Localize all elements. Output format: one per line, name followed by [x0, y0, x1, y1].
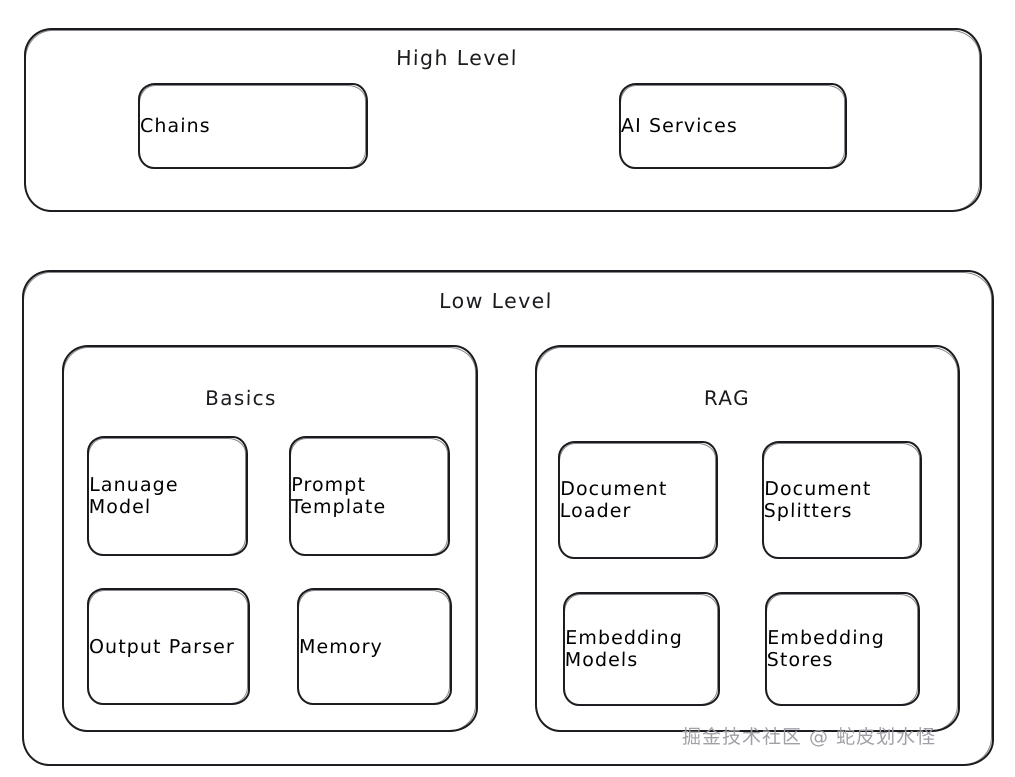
node-memory[interactable]: Memory [297, 588, 452, 705]
node-lanuage-model-content: Lanuage Model [89, 438, 246, 554]
node-prompt-template-content: Prompt Template [291, 438, 448, 554]
node-ai-services-content: AI Services [621, 85, 845, 167]
node-lanuage-model[interactable]: Lanuage Model [87, 436, 248, 556]
node-output-parser-label: Output Parser [88, 635, 236, 658]
node-document-loader-label: Document Loader [559, 478, 668, 522]
node-output-parser-content: Output Parser [89, 590, 248, 703]
group-basics-title: Basics [204, 386, 278, 410]
node-chains-label: Chains [139, 115, 212, 137]
node-embedding-models[interactable]: Embedding Models [563, 592, 720, 706]
node-document-loader[interactable]: Document Loader [558, 441, 718, 559]
node-embedding-models-label: Embedding Models [564, 627, 684, 671]
node-memory-label: Memory [298, 635, 384, 658]
node-output-parser[interactable]: Output Parser [87, 588, 250, 705]
node-embedding-models-content: Embedding Models [565, 594, 718, 704]
group-rag-title: RAG [703, 386, 751, 410]
node-document-splitters-content: Document Splitters [764, 443, 920, 557]
node-ai-services[interactable]: AI Services [619, 83, 847, 169]
high-level-title: High Level [395, 46, 519, 70]
node-document-loader-content: Document Loader [560, 443, 716, 557]
node-ai-services-label: AI Services [620, 115, 739, 137]
node-prompt-template[interactable]: Prompt Template [289, 436, 450, 556]
node-document-splitters-label: Document Splitters [763, 478, 872, 522]
low-level-title: Low Level [438, 289, 554, 313]
node-embedding-stores-label: Embedding Stores [766, 627, 886, 671]
node-document-splitters[interactable]: Document Splitters [762, 441, 922, 559]
node-lanuage-model-label: Lanuage Model [88, 474, 179, 518]
node-prompt-template-label: Prompt Template [290, 474, 387, 518]
node-memory-content: Memory [299, 590, 450, 703]
watermark: 掘金技术社区 @ 蛇皮划水怪 [682, 726, 937, 748]
node-embedding-stores-content: Embedding Stores [767, 594, 918, 704]
node-chains-content: Chains [140, 85, 366, 167]
node-chains[interactable]: Chains [138, 83, 368, 169]
node-embedding-stores[interactable]: Embedding Stores [765, 592, 920, 706]
